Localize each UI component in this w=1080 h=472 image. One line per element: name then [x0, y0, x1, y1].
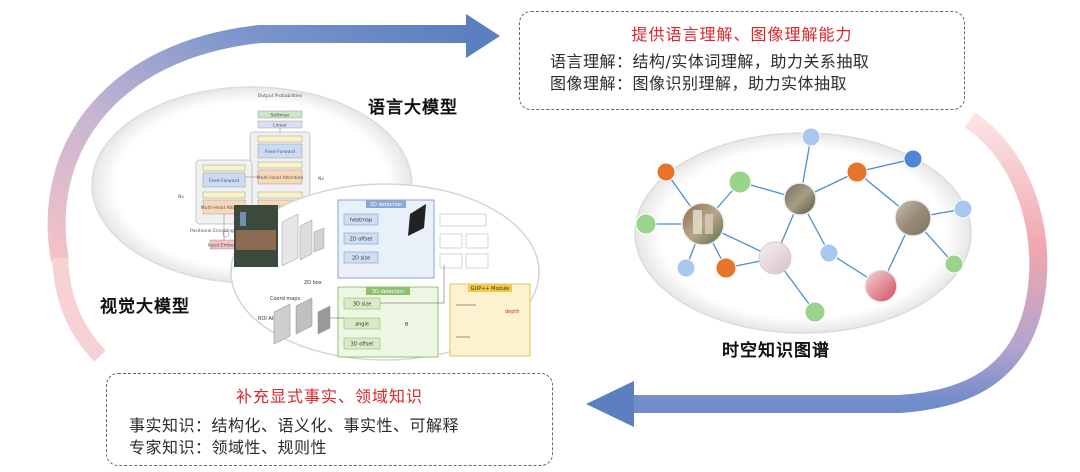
kg-node-building-photo: [681, 202, 725, 246]
kg-node-heatmap-photo: [864, 269, 898, 303]
top-arrow-band: [47, 25, 470, 262]
bottom-arrowhead: [586, 381, 634, 427]
offset-3d-text: 3D offset: [351, 342, 374, 348]
detection-3d-header: [366, 287, 410, 295]
output-probabilities-text: Output Probabilities: [258, 93, 303, 99]
gup-module-title: GUP++ Module: [471, 286, 510, 292]
language-understanding-line: 语言理解：结构/实体词理解，助力关系抽取: [550, 52, 870, 71]
kg-node-orange-2: [715, 257, 737, 279]
knowledge-supplement-box: 补充显式事实、领域知识 事实知识：结构化、语义化、事实性、可解释 专家知识：领域…: [106, 373, 553, 466]
encoder-pos-circle: [222, 230, 230, 238]
roi-feature-3: [317, 305, 331, 335]
expert-knowledge-line: 专家知识：领域性、规则性: [129, 438, 328, 457]
input-image-sky: [240, 212, 246, 226]
kg-node-lightblue-4: [953, 199, 973, 219]
kg-node-campus-photo: [894, 199, 932, 237]
left-arrow-tail: [52, 257, 106, 362]
roi-align-text: ROI Align: [258, 316, 281, 322]
box-2d-text: 2D box: [304, 280, 322, 286]
theta-text: θ: [405, 322, 408, 328]
knowledge-graph-label: 时空知识图谱: [722, 341, 830, 361]
input-image-road: [236, 230, 276, 250]
detection-diagram: 2D box 2D detection heatmap 2D offset 2D…: [234, 199, 531, 358]
size-3d-text: 3D size: [353, 302, 371, 308]
kg-node-blue-1: [903, 149, 923, 169]
supplement-title: 补充显式事实、领域知识: [235, 387, 423, 406]
detection-2d-header: [366, 200, 406, 208]
input-embedding-text: Input Embedding: [208, 243, 247, 249]
kg-node-lightblue-1: [676, 258, 696, 278]
roi-feature-2: [295, 297, 313, 335]
language-image-capability-box: 提供语言理解、图像理解能力 语言理解：结构/实体词理解，助力关系抽取 图像理解：…: [519, 11, 965, 110]
size-3d-block: [343, 297, 381, 310]
encoder-nx-text: Nx: [178, 194, 184, 200]
encoder-addnorm-1: [202, 164, 246, 172]
gup-module-panel: [449, 283, 531, 357]
backbone-block-1: [281, 213, 299, 267]
backbone-block-2: [299, 219, 313, 261]
softmax-block: [257, 110, 303, 119]
decoder-addnorm-3: [257, 191, 303, 199]
heatmap-block: [343, 213, 379, 226]
angle-block: [343, 317, 381, 330]
offset-3d-block: [343, 337, 381, 350]
image-understanding-line: 图像理解：图像识别理解，助力实体抽取: [550, 74, 848, 93]
factual-knowledge-line: 事实知识：结构化、语义化、事实性、可解释: [129, 416, 460, 435]
loss-offset-box: [465, 233, 489, 249]
capability-title: 提供语言理解、图像理解能力: [631, 25, 853, 44]
loss-heatmap-box: [439, 213, 487, 227]
right-arrow-band: [630, 112, 1048, 413]
decoder-addnorm-2: [257, 161, 303, 169]
encoder-feedforward: [202, 172, 246, 188]
top-arrowhead: [466, 14, 500, 58]
loss-size-box: [439, 233, 463, 249]
depth-text: depth: [505, 309, 520, 315]
encoder-mha-text: Multi-Head Attention: [201, 205, 248, 211]
kg-node-green-4: [804, 301, 826, 323]
decoder-addnorm-1: [257, 135, 303, 143]
offset-2d-block: [343, 232, 379, 245]
loss-offset3d-box: [465, 253, 489, 269]
kg-node-green-2: [728, 170, 752, 194]
roi-feature-1: [273, 303, 291, 345]
kg-node-green-1: [635, 213, 657, 235]
kg-node-orange-1: [656, 162, 676, 182]
kg-node-aerial-photo: [783, 182, 817, 216]
encoder-feedforward-text: Feed Forward: [209, 178, 239, 184]
kg-node-lightblue-3: [819, 243, 839, 263]
backbone-block-3: [313, 227, 325, 253]
coord-maps-text: Coord maps: [270, 296, 300, 302]
knowledge-graph: [635, 127, 973, 323]
heatmap-text: heatmap: [350, 218, 372, 224]
gup-module-header: [468, 284, 512, 292]
size-2d-block: [343, 251, 379, 264]
detection-2d-title: 2D detection: [370, 202, 402, 208]
vision-model-label: 视觉大模型: [100, 297, 190, 317]
decoder-mha-text: Multi-Head Attention: [257, 175, 304, 181]
language-model-label: 语言大模型: [368, 98, 458, 118]
decoder-nx-text: Nx: [318, 176, 324, 182]
decoder-feedforward: [257, 143, 303, 159]
offset-2d-text: 2D offset: [350, 237, 373, 243]
kg-node-orange-3: [846, 161, 868, 183]
angle-text: angle: [355, 322, 369, 328]
loss-size3d-box: [439, 253, 463, 269]
linear-text: Linear: [273, 123, 287, 129]
heatmap-map: [408, 204, 426, 236]
kg-node-green-3: [944, 254, 964, 274]
encoder-addnorm-2: [202, 191, 246, 199]
positional-encoding-text: Positional Encoding: [190, 228, 234, 234]
size-2d-text: 2D size: [352, 256, 370, 262]
cycle-arrow: [47, 14, 1048, 427]
kg-node-map-photo: [758, 241, 792, 275]
detection-3d-title: 3D detection: [372, 289, 404, 295]
softmax-text: Softmax: [271, 113, 290, 119]
decoder-feedforward-text: Feed Forward: [265, 149, 295, 155]
kg-node-lightblue-2: [801, 127, 821, 147]
